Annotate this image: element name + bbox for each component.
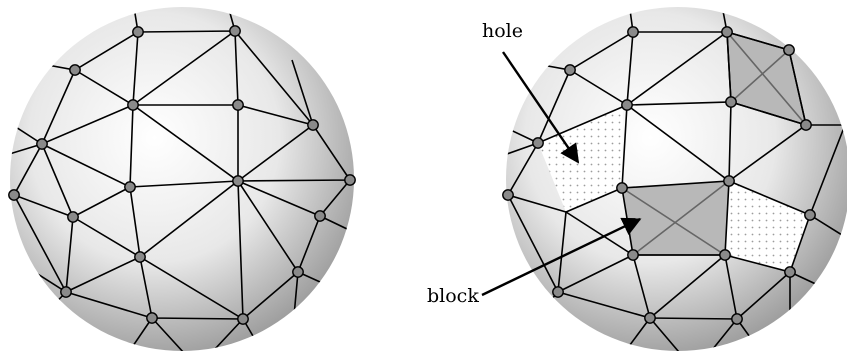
mesh-node bbox=[725, 96, 737, 108]
hole-arrow bbox=[502, 51, 580, 164]
mesh-node bbox=[721, 26, 733, 38]
mesh-node bbox=[292, 266, 304, 278]
mesh-node bbox=[804, 209, 816, 221]
mesh-node bbox=[314, 210, 326, 222]
mesh-node bbox=[784, 266, 796, 278]
hole-region bbox=[538, 108, 623, 212]
block-arrow bbox=[481, 217, 642, 297]
mesh-node bbox=[124, 181, 136, 193]
left-sphere-surface bbox=[10, 7, 354, 351]
block-diagonals bbox=[621, 31, 807, 256]
mesh-node bbox=[723, 175, 735, 187]
right-mesh-nodes bbox=[502, 26, 816, 325]
mesh-node bbox=[502, 189, 514, 201]
mesh-node bbox=[800, 119, 812, 131]
hole-region bbox=[725, 181, 810, 272]
mesh-node bbox=[232, 99, 244, 111]
mesh-node bbox=[627, 26, 639, 38]
mesh-node bbox=[731, 313, 743, 325]
mesh-node bbox=[344, 174, 356, 186]
mesh-node bbox=[232, 175, 244, 187]
block-region bbox=[621, 180, 730, 256]
mesh-node bbox=[146, 312, 158, 324]
mesh-node bbox=[621, 99, 633, 111]
left-sphere bbox=[8, 7, 356, 351]
right-sphere bbox=[502, 7, 847, 351]
mesh-node bbox=[67, 211, 79, 223]
mesh-node bbox=[36, 138, 48, 150]
mesh-node bbox=[229, 25, 241, 37]
mesh-node bbox=[60, 286, 72, 298]
mesh-node bbox=[616, 182, 628, 194]
mesh-node bbox=[644, 312, 656, 324]
hole-label: hole bbox=[482, 20, 523, 42]
mesh-node bbox=[564, 64, 576, 76]
mesh-node bbox=[132, 26, 144, 38]
mesh-node bbox=[307, 119, 319, 131]
mesh-node bbox=[552, 286, 564, 298]
mesh-node bbox=[8, 189, 20, 201]
mesh-node bbox=[127, 99, 139, 111]
mesh-node bbox=[69, 64, 81, 76]
mesh-node bbox=[783, 44, 795, 56]
mesh-node bbox=[719, 249, 731, 261]
hole-annotation: hole bbox=[482, 20, 580, 164]
left-mesh-nodes bbox=[8, 25, 356, 325]
mesh-node bbox=[627, 249, 639, 261]
mesh-node bbox=[532, 137, 544, 149]
block-label: block bbox=[427, 285, 479, 307]
mesh-node bbox=[134, 251, 146, 263]
mesh-node bbox=[237, 313, 249, 325]
block-annotation: block bbox=[427, 217, 642, 307]
